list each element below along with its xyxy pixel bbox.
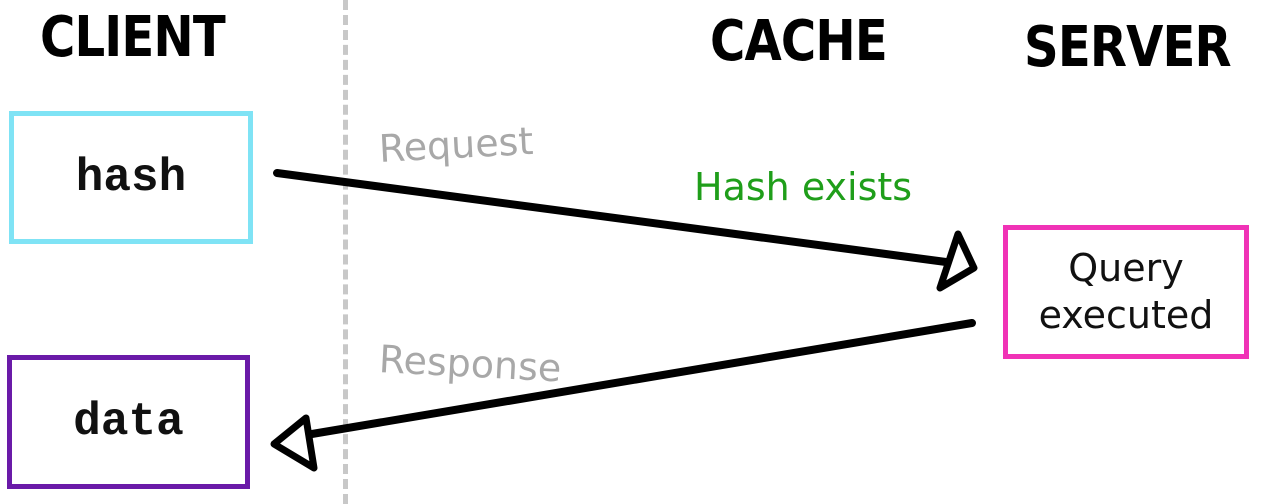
response-label: Response — [377, 337, 563, 391]
request-arrow — [273, 169, 978, 292]
request-arrowhead — [936, 230, 978, 292]
hash-exists-label: Hash exists — [694, 165, 913, 209]
client-column-heading: CLIENT — [40, 5, 226, 70]
response-arrow — [270, 319, 976, 472]
cache-column-heading: CACHE — [710, 9, 888, 74]
server-column-heading: SERVER — [1024, 15, 1232, 80]
client-cache-divider — [343, 0, 348, 504]
query-box-line-1: Query — [1068, 245, 1184, 290]
query-executed-box: Query executed — [1003, 225, 1249, 359]
data-box: data — [7, 355, 250, 489]
query-box-line-2: executed — [1038, 293, 1214, 337]
data-box-label: data — [73, 396, 184, 448]
hash-box: hash — [9, 111, 253, 244]
response-arrowhead — [270, 414, 318, 472]
hash-box-label: hash — [75, 151, 187, 204]
request-label: Request — [377, 118, 535, 171]
